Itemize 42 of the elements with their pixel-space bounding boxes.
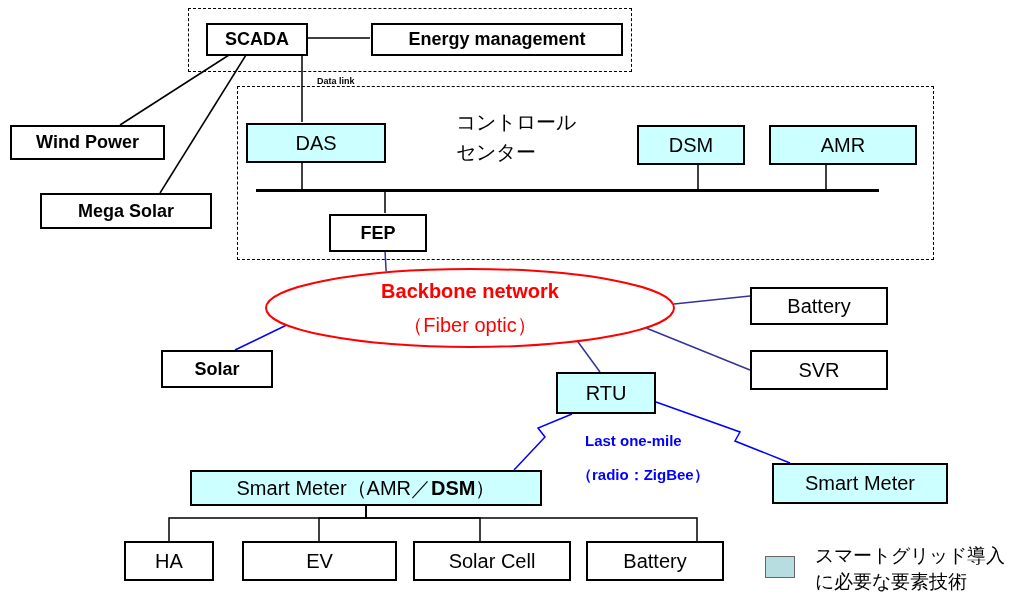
process-box: DAS <box>246 123 386 163</box>
process-box: Smart Meter（AMR／DSM） <box>190 470 542 506</box>
process-box: HA <box>124 541 214 581</box>
connector-line <box>234 324 287 351</box>
process-box: Battery <box>586 541 724 581</box>
network-subtitle: （Fiber optic） <box>402 313 538 338</box>
connector-line <box>645 327 751 371</box>
note-text: Last one-mile <box>585 432 682 449</box>
process-box: Solar <box>161 350 273 388</box>
connector-line <box>119 54 230 126</box>
process-box: RTU <box>556 372 656 414</box>
process-box: Smart Meter <box>772 463 948 504</box>
group-title: コントロールセンター <box>456 110 577 165</box>
edge-label: Data link <box>316 76 356 86</box>
process-box: Mega Solar <box>40 193 212 229</box>
connector-line <box>513 413 573 471</box>
note-text: （radio：ZigBee） <box>577 466 709 485</box>
connector-line <box>384 250 387 273</box>
connector-line <box>697 163 699 190</box>
process-box: AMR <box>769 125 917 165</box>
process-box: Battery <box>750 287 888 325</box>
process-box: Energy management <box>371 23 623 56</box>
connector-line <box>159 54 247 194</box>
bus-line <box>256 189 879 192</box>
process-box: Wind Power <box>10 125 165 160</box>
process-box: FEP <box>329 214 427 252</box>
process-box: EV <box>242 541 397 581</box>
network-title: Backbone network <box>380 280 560 303</box>
process-box: DSM <box>637 125 745 165</box>
process-box: Solar Cell <box>413 541 571 581</box>
dashed-group-box <box>188 8 632 72</box>
connector-line <box>384 190 386 214</box>
connector-line <box>673 295 751 305</box>
connector-line <box>301 161 303 190</box>
dashed-group-box <box>237 86 934 260</box>
connector-line <box>301 54 303 123</box>
connector-line <box>577 341 601 373</box>
process-box: SVR <box>750 350 888 390</box>
process-box: SCADA <box>206 23 308 56</box>
connector-line <box>655 401 791 464</box>
legend-text: スマートグリッド導入に必要な要素技術 <box>815 544 1006 594</box>
connector-line <box>825 163 827 190</box>
